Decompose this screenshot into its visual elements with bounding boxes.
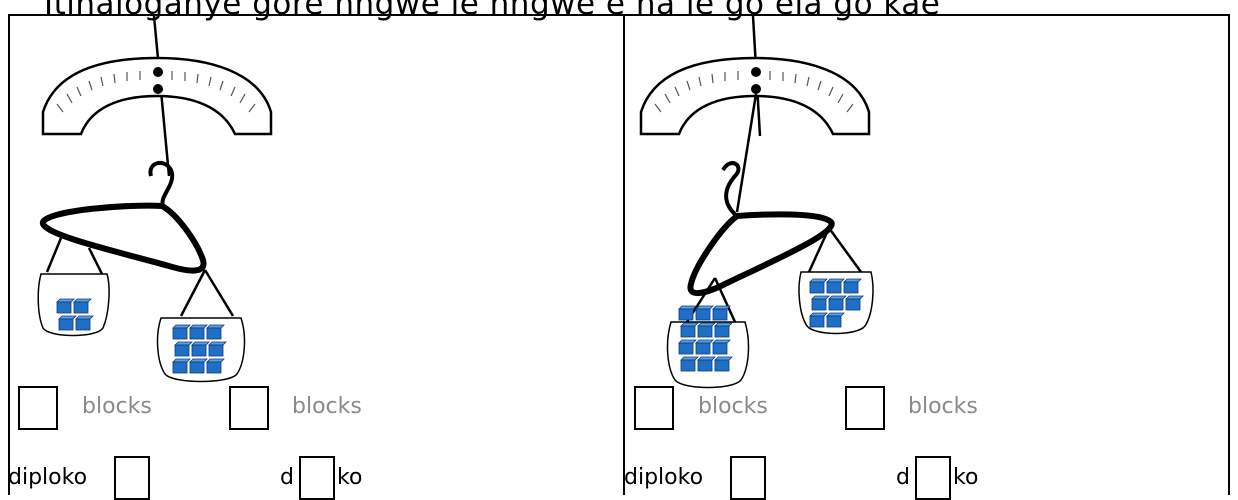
answer-box-right-bag[interactable] [229,386,269,430]
compare-word-2-prefix: d [896,464,910,492]
blank-comparison-2[interactable] [299,456,335,500]
answer-box-left-bag[interactable] [634,386,674,430]
unit-label-left-bag: blocks [698,394,768,419]
unit-label-right-bag: blocks [292,394,362,419]
unit-label-left-bag: blocks [82,394,152,419]
compare-word-2-suffix: ko [953,464,978,492]
compare-word-2-suffix: ko [337,464,362,492]
blank-comparison-1[interactable] [114,456,150,500]
block-icon [713,306,730,320]
answer-box-right-bag[interactable] [845,386,885,430]
scale-panel-right: blocks blocks diploko d ko [625,16,1235,495]
answer-box-left-bag[interactable] [18,386,58,430]
scale-panel-left: blocks blocks diploko d ko [9,16,619,495]
block-icon [696,306,713,320]
spring-scale-icon [9,16,309,396]
spring-scale-icon [625,16,925,396]
compare-word-1: diploko [624,464,703,492]
unit-label-right-bag: blocks [908,394,978,419]
blank-comparison-2[interactable] [915,456,951,500]
compare-word-2-prefix: d [280,464,294,492]
block-icon-group-right-bag [173,325,226,373]
compare-word-1: diploko [8,464,87,492]
blank-comparison-1[interactable] [730,456,766,500]
